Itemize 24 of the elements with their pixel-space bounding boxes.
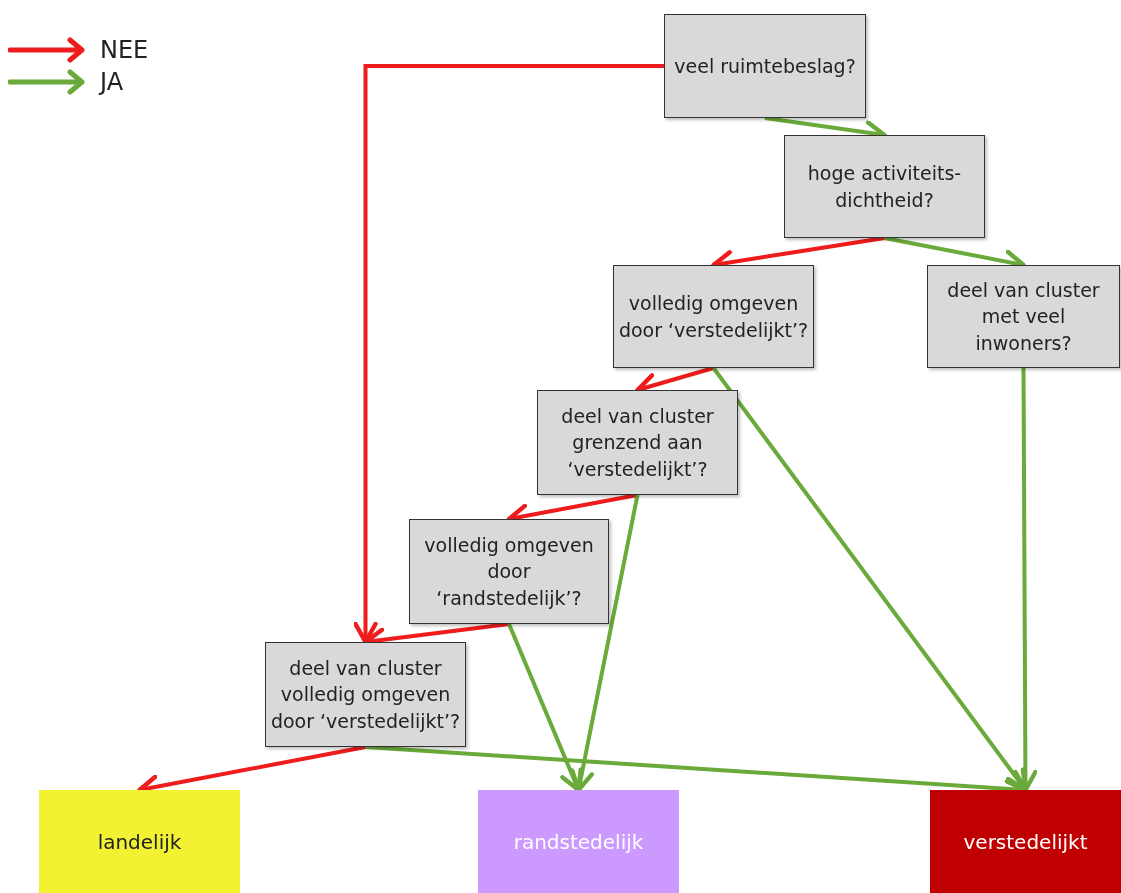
decision-box xyxy=(927,265,1120,368)
box-text: volledig omgeven door ‘verstedelijkt’? xyxy=(618,290,809,343)
outcome-box xyxy=(930,790,1121,893)
arrow xyxy=(507,623,583,793)
box-text: verstedelijkt xyxy=(963,828,1088,856)
box-text: deel van cluster grenzend aan ‘verstedelijkt’? xyxy=(560,403,715,482)
box-text: deel van cluster volledig omgeven door ‘verstedelijkt’? xyxy=(270,655,461,734)
box-text: volledig omgeven door ‘randstedelijk’? xyxy=(423,532,595,611)
outcome-box xyxy=(39,790,240,893)
legend-label: JA xyxy=(100,68,124,96)
decision-box xyxy=(265,642,466,747)
decision-box xyxy=(537,390,738,495)
outcome-box xyxy=(478,790,679,893)
legend-label: NEE xyxy=(100,36,149,64)
box-text: veel ruimtebeslag? xyxy=(674,53,856,79)
box-text: landelijk xyxy=(97,828,182,856)
box-text: hoge activiteits-dichtheid? xyxy=(806,160,963,213)
decision-box xyxy=(613,265,814,368)
decision-box xyxy=(664,14,866,118)
decision-box xyxy=(784,135,985,238)
decision-box xyxy=(409,519,609,624)
box-text: randstedelijk xyxy=(513,828,644,856)
arrow xyxy=(570,494,640,793)
box-text: deel van cluster met veel inwoners? xyxy=(946,277,1101,356)
